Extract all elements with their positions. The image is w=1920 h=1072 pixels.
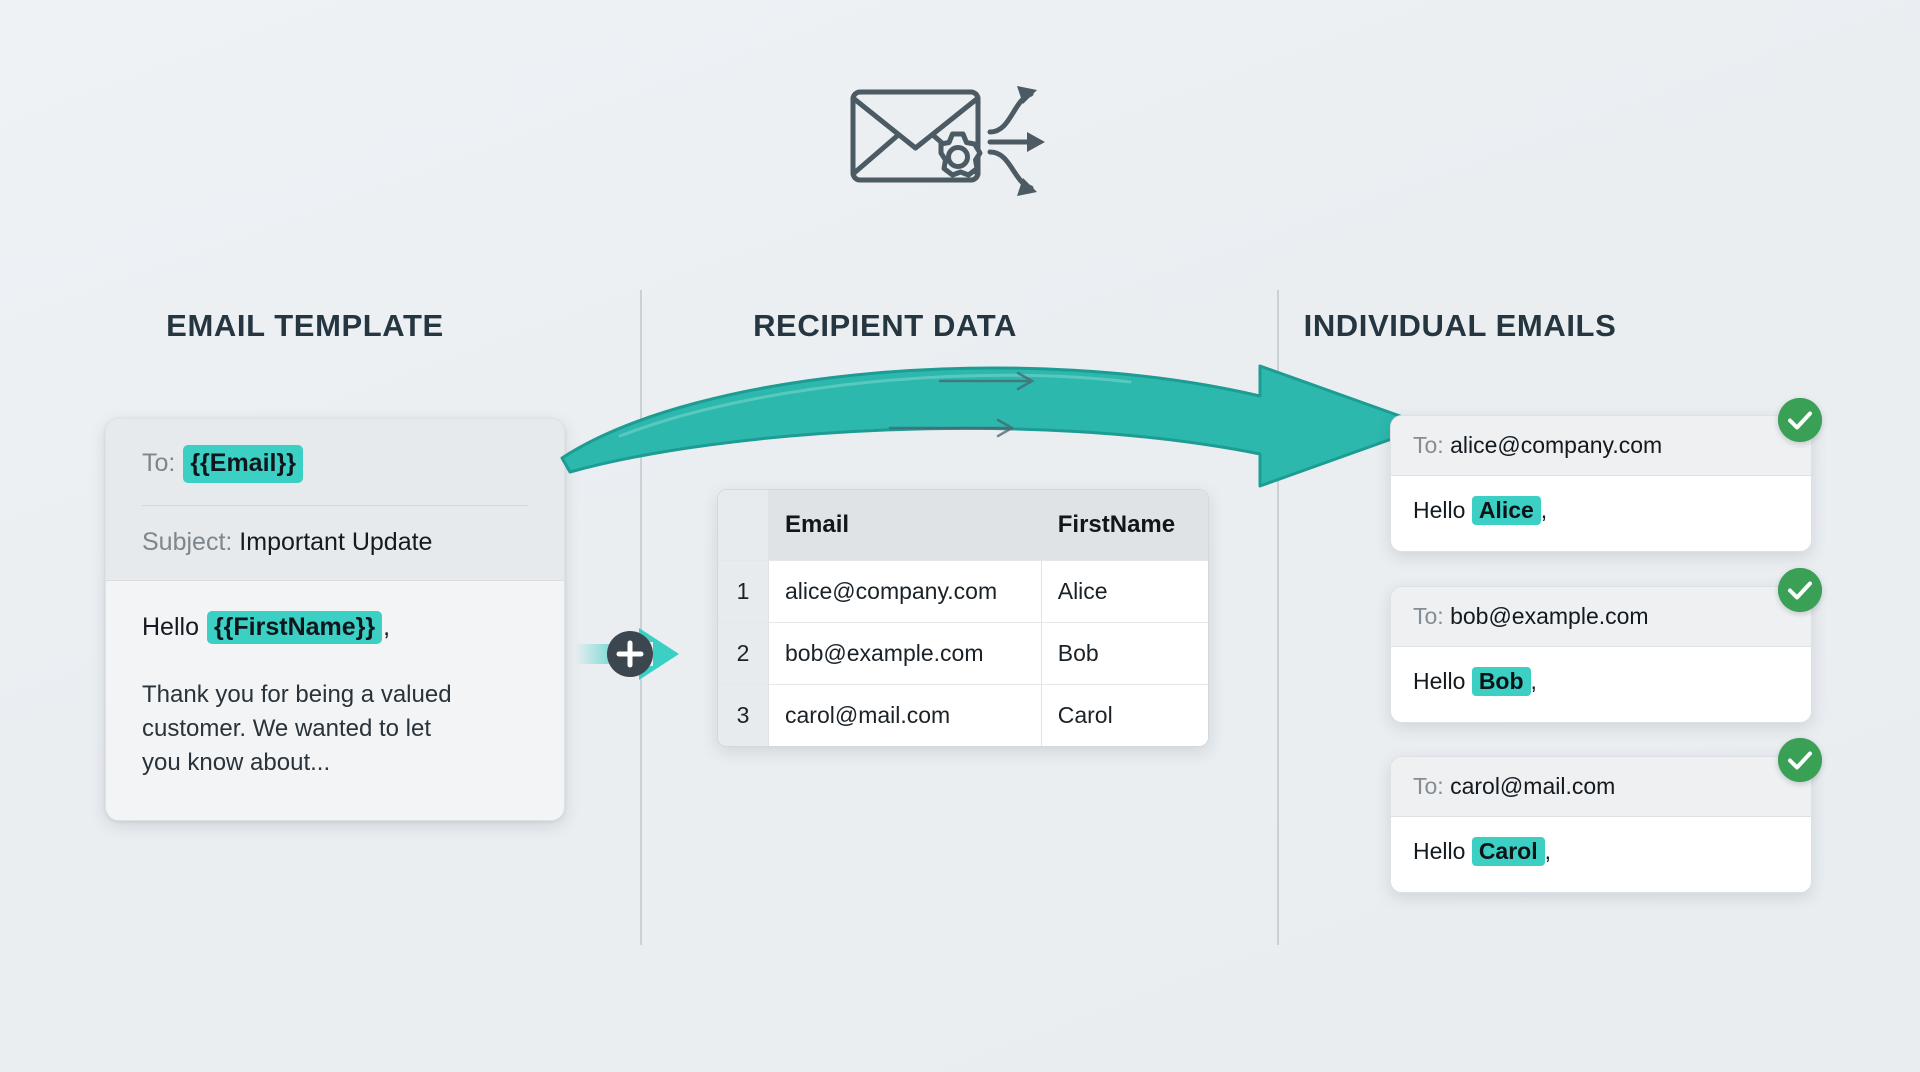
column-divider-left [640, 290, 642, 945]
row-firstname: Bob [1041, 622, 1208, 685]
email-greeting-prefix: Hello [1413, 838, 1466, 864]
template-email-token: {{Email}} [183, 445, 303, 483]
template-subject-row: Subject: Important Update [142, 526, 528, 560]
table-row[interactable]: 1 alice@company.com Alice [718, 560, 1208, 623]
table-row[interactable]: 3 carol@mail.com Carol [718, 684, 1208, 746]
table-row[interactable]: 2 bob@example.com Bob [718, 622, 1208, 685]
email-greeting-suffix: , [1540, 497, 1548, 523]
merge-connector [575, 612, 695, 696]
email-template-header: To: {{Email}} Subject: Important Update [106, 419, 564, 580]
template-field-divider [142, 504, 528, 506]
email-merged-name: Alice [1471, 496, 1541, 525]
table-header-email: Email [768, 490, 1042, 561]
template-greeting-prefix: Hello [142, 612, 199, 641]
template-to-label: To: [142, 449, 176, 477]
template-greeting-suffix: , [383, 612, 391, 641]
row-index: 1 [718, 560, 769, 623]
email-card-body: Hello Bob, [1391, 647, 1811, 722]
table-header-gutter [718, 490, 769, 561]
row-email: bob@example.com [768, 622, 1042, 685]
email-to-address: alice@company.com [1450, 432, 1663, 458]
column-divider-right [1277, 290, 1279, 945]
email-template-body: Hello {{FirstName}}, Thank you for being… [106, 579, 564, 820]
template-subject-label: Subject: [142, 527, 233, 556]
email-greeting-suffix: , [1530, 668, 1537, 694]
template-paragraph: Thank you for being a valued customer. W… [142, 680, 452, 776]
column-title-email-template: EMAIL TEMPLATE [166, 308, 444, 343]
check-circle-icon [1778, 398, 1822, 442]
email-to-address: bob@example.com [1450, 603, 1649, 629]
individual-email-card[interactable]: To: alice@company.com Hello Alice, [1390, 415, 1812, 552]
table-header-row: Email FirstName [718, 490, 1208, 561]
email-card-body: Hello Carol, [1391, 817, 1811, 892]
recipient-data-table[interactable]: Email FirstName 1 alice@company.com Alic… [717, 489, 1209, 747]
email-to-label: To: [1413, 773, 1444, 799]
email-merged-name: Carol [1471, 837, 1545, 866]
curved-merge-arrow-icon [560, 360, 1430, 490]
check-circle-icon [1778, 738, 1822, 782]
row-email: carol@mail.com [768, 684, 1042, 746]
template-firstname-token: {{FirstName}} [206, 610, 383, 644]
row-index: 2 [718, 622, 769, 685]
column-title-individual-emails: INDIVIDUAL EMAILS [1303, 308, 1617, 343]
email-to-label: To: [1413, 603, 1444, 629]
template-greeting: Hello {{FirstName}}, [142, 610, 528, 644]
column-title-recipient-data: RECIPIENT DATA [753, 308, 1017, 343]
email-to-address: carol@mail.com [1450, 773, 1616, 799]
individual-email-card[interactable]: To: bob@example.com Hello Bob, [1390, 586, 1812, 723]
email-greeting-prefix: Hello [1413, 497, 1466, 523]
email-template-card[interactable]: To: {{Email}} Subject: Important Update … [105, 418, 565, 821]
template-subject-value: Important Update [239, 527, 433, 556]
email-card-body: Hello Alice, [1391, 476, 1811, 551]
individual-email-card[interactable]: To: carol@mail.com Hello Carol, [1390, 756, 1812, 893]
email-merged-name: Bob [1471, 667, 1531, 696]
email-greeting-suffix: , [1544, 838, 1551, 864]
check-circle-icon [1778, 568, 1822, 612]
email-to-label: To: [1413, 432, 1444, 458]
envelope-gear-arrows-icon [845, 70, 1075, 200]
row-firstname: Alice [1041, 560, 1208, 623]
email-card-header: To: carol@mail.com [1391, 757, 1811, 817]
template-to-row: To: {{Email}} [142, 445, 528, 483]
email-card-header: To: alice@company.com [1391, 416, 1811, 476]
email-card-header: To: bob@example.com [1391, 587, 1811, 647]
row-firstname: Carol [1041, 684, 1208, 746]
email-greeting-prefix: Hello [1413, 668, 1466, 694]
table-header-firstname: FirstName [1041, 490, 1208, 561]
row-index: 3 [718, 684, 769, 746]
row-email: alice@company.com [768, 560, 1042, 623]
